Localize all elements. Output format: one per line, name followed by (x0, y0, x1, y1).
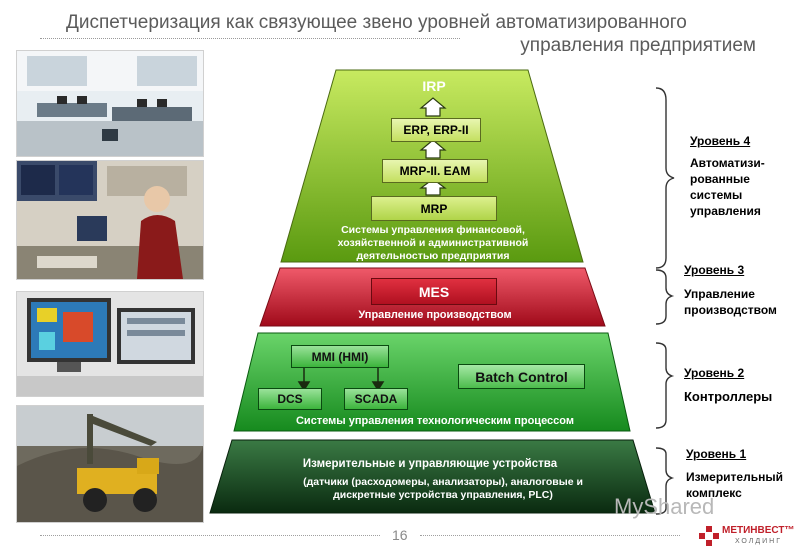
batch-control-box: Batch Control (458, 364, 585, 389)
monitors-photo (16, 291, 204, 397)
level3-desc: Управление производством (684, 287, 777, 317)
level2-caption: Системы управления технологическим проце… (295, 415, 574, 427)
level3-title: Уровень 3 (684, 263, 745, 277)
mrp2-box: MRP-II. EAM (382, 159, 488, 183)
up-arrow-icon (419, 97, 447, 117)
control-room-photo (16, 50, 204, 157)
level2-desc: Контроллеры (684, 389, 773, 404)
dcs-box: DCS (258, 388, 322, 410)
level4-title: Уровень 4 (690, 134, 751, 148)
operator-photo (16, 160, 204, 280)
footer-divider-left (40, 535, 380, 536)
level2-bracket (655, 342, 675, 429)
metinvest-logo-icon (699, 526, 719, 546)
level1-caption: (датчики (расходомеры, анализаторы), ана… (303, 476, 583, 501)
footer-divider-right (420, 535, 680, 536)
title-line-1: Диспетчеризация как связующее звено уров… (66, 12, 687, 33)
watermark: MyShared (614, 494, 715, 519)
page-number: 16 (392, 527, 408, 543)
level3-bracket (655, 269, 675, 325)
level4-bracket (655, 87, 675, 269)
irp-label: IRP (422, 78, 446, 94)
level1-title: Измерительные и управляющие устройства (302, 458, 558, 470)
mes-box: MES (371, 278, 497, 305)
title-divider (40, 38, 460, 39)
level1-bracket (655, 447, 675, 515)
title-line-2: управления предприятием (520, 35, 756, 56)
level4-desc: Автоматизи- рованные системы управления (690, 156, 765, 218)
logo-sub: ХОЛДИНГ (735, 538, 783, 545)
level2-title: Уровень 2 (684, 366, 745, 380)
mmi-box: MMI (HMI) (291, 345, 389, 368)
mining-truck-photo (16, 405, 204, 523)
level1-desc: Измерительный комплекс (686, 470, 783, 500)
level4-caption: Системы управления финансовой, хозяйстве… (337, 224, 529, 262)
mrp-box: MRP (371, 196, 497, 221)
erp-box: ERP, ERP-II (391, 118, 481, 142)
level3-caption: Управление производством (358, 309, 512, 321)
logo-name: МЕТИНВЕСТ™ (722, 525, 795, 536)
level1-title-right: Уровень 1 (686, 447, 747, 461)
level1-band (209, 439, 656, 514)
scada-box: SCADA (344, 388, 408, 410)
up-arrow-icon (419, 139, 447, 159)
up-arrow-icon (419, 178, 447, 196)
